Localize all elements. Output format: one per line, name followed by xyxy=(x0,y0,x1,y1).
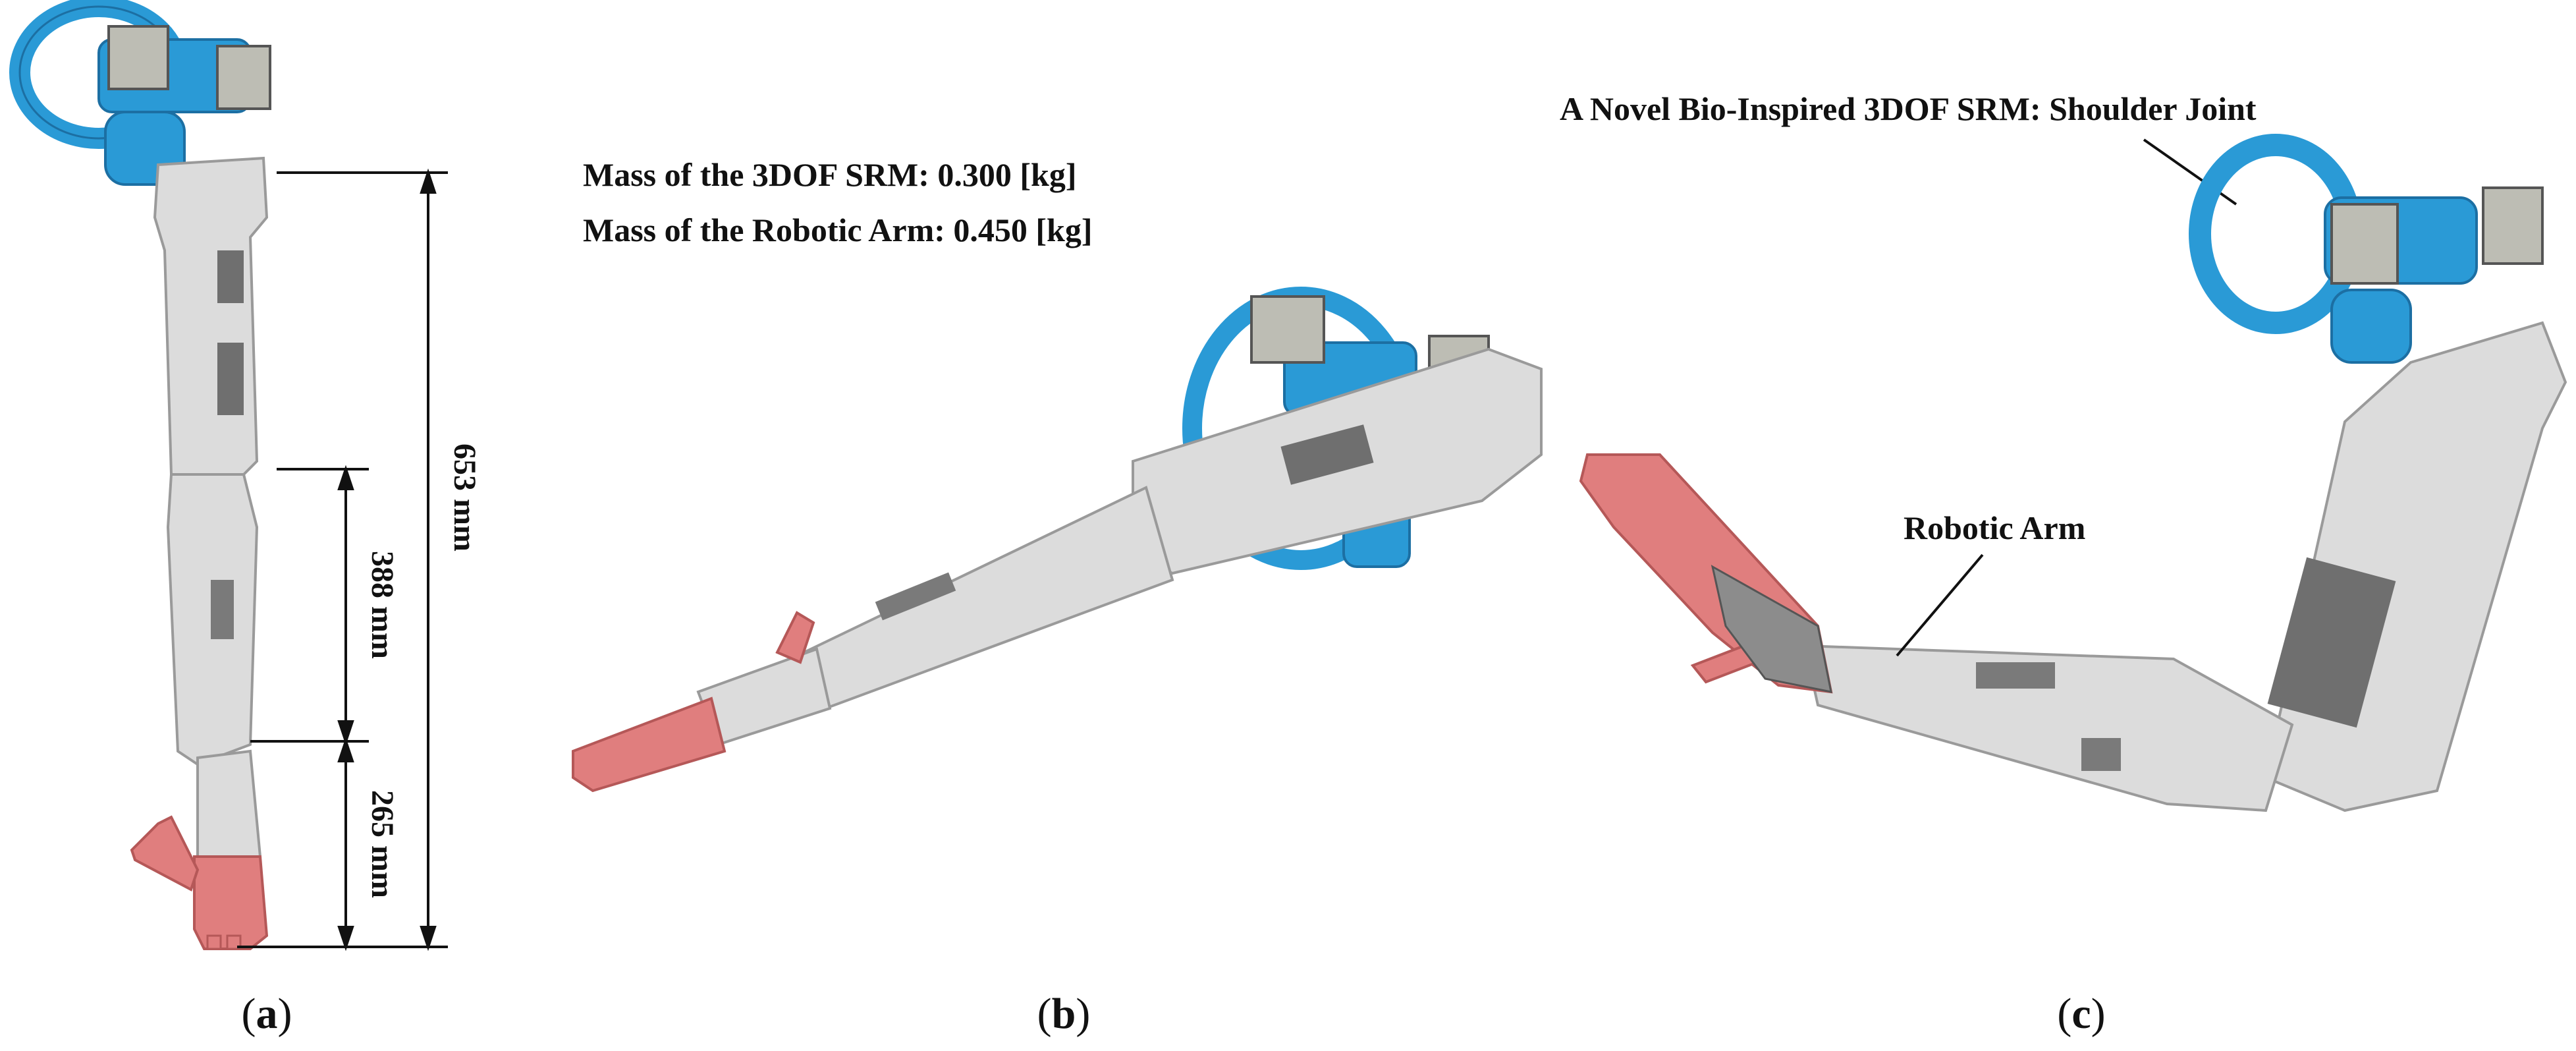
panel-c-caption: (c) xyxy=(2057,990,2105,1038)
panel-a-dimension-lines xyxy=(237,168,448,952)
dim-lower-label: 265 mm xyxy=(365,790,400,898)
dim-total-label: 653 mm xyxy=(447,443,482,552)
panel-a-robotic-arm xyxy=(153,156,269,865)
panel-a-caption: (a) xyxy=(242,990,292,1038)
panel-c-shoulder-mount xyxy=(2189,134,2544,364)
panel-b-hand xyxy=(572,611,815,793)
panel-a: 653 mm 388 mm 265 mm xyxy=(9,0,482,952)
panel-c: A Novel Bio-Inspired 3DOF SRM: Shoulder … xyxy=(1560,90,2567,812)
panel-c-robotic-arm xyxy=(1803,321,2567,812)
panel-b-caption: (b) xyxy=(1037,990,1091,1038)
panel-b-robotic-arm xyxy=(696,347,1543,747)
panel-b: Mass of the 3DOF SRM: 0.300 [kg] Mass of… xyxy=(572,156,1543,793)
panel-a-hand xyxy=(130,815,269,950)
robotic-arm-label: Robotic Arm xyxy=(1904,509,2085,546)
shoulder-joint-leader xyxy=(2143,138,2237,206)
dim-upper-label: 388 mm xyxy=(365,551,400,659)
panel-c-hand xyxy=(1579,453,1833,694)
panel-a-shoulder-mount xyxy=(9,0,271,186)
mass-srm-label: Mass of the 3DOF SRM: 0.300 [kg] xyxy=(583,156,1076,193)
shoulder-joint-label: A Novel Bio-Inspired 3DOF SRM: Shoulder … xyxy=(1560,90,2257,127)
robotic-arm-leader xyxy=(1896,554,1984,657)
mass-arm-label: Mass of the Robotic Arm: 0.450 [kg] xyxy=(583,212,1093,248)
